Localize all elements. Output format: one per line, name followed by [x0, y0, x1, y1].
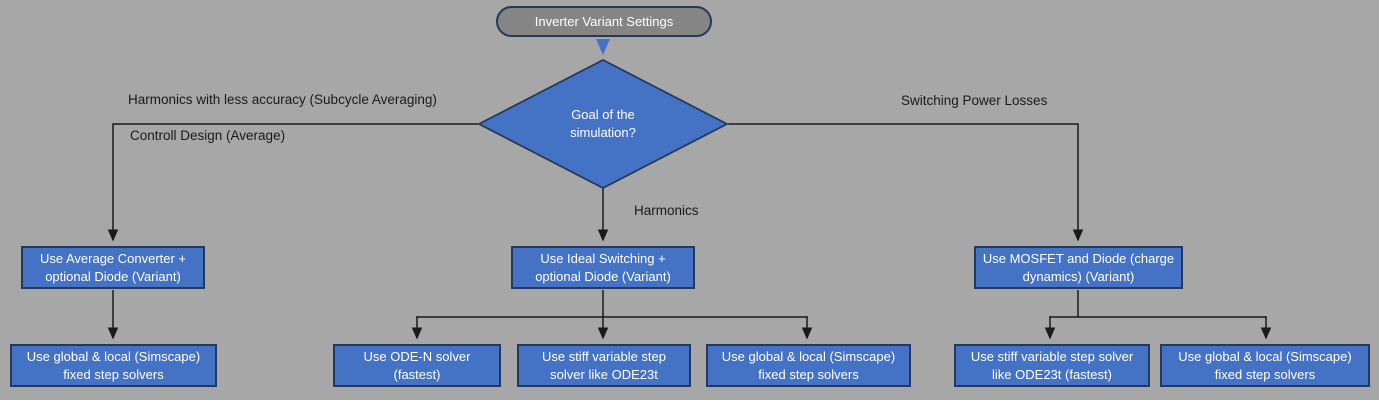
decision-node-label: Goal of the simulation?	[570, 106, 636, 140]
node-oden-solver: Use ODE-N solver (fastest)	[333, 344, 501, 387]
node-center-fixed-step-solvers: Use global & local (Simscape) fixed step…	[706, 344, 911, 387]
edge-label-control-design: Controll Design (Average)	[130, 128, 286, 143]
edge-label-harmonics: Harmonics	[634, 203, 699, 218]
node-left-fixed-step-solvers: Use global & local (Simscape) fixed step…	[10, 344, 217, 387]
node-stiff-solver: Use stiff variable step solver like ODE2…	[517, 344, 691, 387]
node-average-converter: Use Average Converter + optional Diode (…	[21, 246, 205, 289]
decision-node: Goal of the simulation?	[477, 59, 729, 189]
diamond-shape	[477, 59, 729, 189]
node-right-fixed-step-solvers: Use global & local (Simscape) fixed step…	[1160, 344, 1370, 387]
start-node-label: Inverter Variant Settings	[534, 14, 674, 29]
edge-label-subcycle-averaging: Harmonics with less accuracy (Subcycle A…	[128, 92, 437, 107]
start-node: Inverter Variant Settings	[496, 6, 712, 37]
node-mosfet-diode: Use MOSFET and Diode (charge dynamics) (…	[974, 246, 1183, 289]
edge-decision-to-average	[107, 123, 478, 242]
edge-decision-to-mosfet	[728, 123, 1084, 242]
node-stiff-solver-fastest: Use stiff variable step solver like ODE2…	[954, 344, 1150, 387]
node-ideal-switching: Use Ideal Switching + optional Diode (Va…	[511, 246, 695, 289]
edge-label-switching-losses: Switching Power Losses	[901, 93, 1048, 108]
